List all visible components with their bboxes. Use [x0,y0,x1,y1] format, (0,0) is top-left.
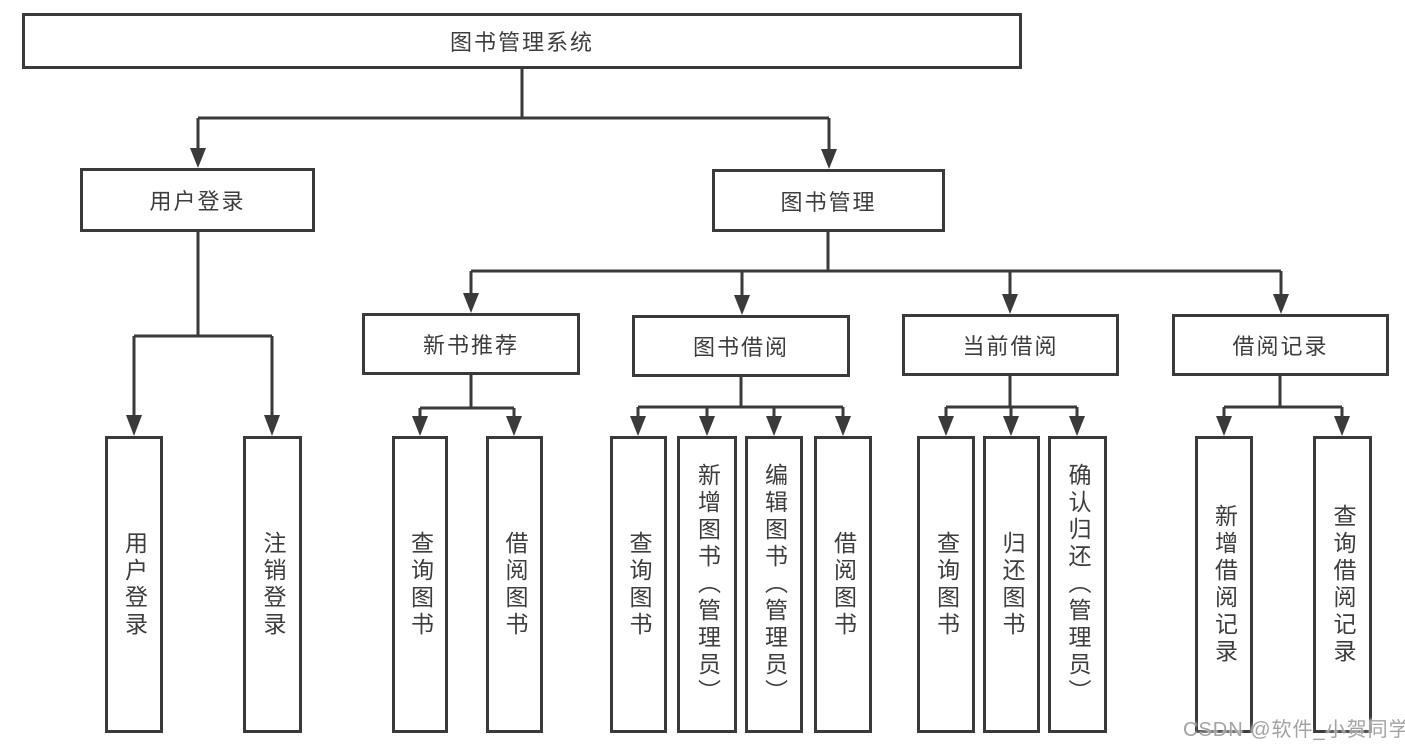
leaf-add-book-admin: 新增图书（管理员） [677,436,737,733]
node-label: 当前借阅 [962,334,1059,359]
node-label: 确认归还（管理员） [1065,463,1091,706]
node-library-system: 图书管理系统 [22,13,1022,69]
node-new-book-recommendation: 新书推荐 [362,313,580,375]
leaf-borrow-books-recommend: 借阅图书 [486,436,543,733]
node-label: 新增图书（管理员） [694,463,721,706]
leaf-borrow-books-borrow: 借阅图书 [814,436,872,733]
leaf-query-books-borrow: 查询图书 [610,436,667,733]
node-borrowing-records: 借阅记录 [1172,314,1389,376]
csdn-watermark: CSDN @软件_小贺同学 [1183,719,1405,741]
node-label: 查询借阅记录 [1330,503,1356,666]
leaf-edit-book-admin: 编辑图书（管理员） [745,436,803,733]
leaf-query-borrow-record: 查询借阅记录 [1313,436,1372,733]
leaf-add-borrow-record: 新增借阅记录 [1195,436,1253,733]
node-label: 新增借阅记录 [1211,503,1238,666]
node-book-management: 图书管理 [712,169,945,232]
node-label: 归还图书 [999,530,1025,639]
node-label: 借阅记录 [1232,334,1329,359]
leaf-user-login: 用户登录 [105,436,163,733]
leaf-return-book: 归还图书 [983,436,1040,733]
node-user-login: 用户登录 [80,168,315,232]
leaf-logout: 注销登录 [243,436,302,733]
node-label: 注销登录 [260,530,286,639]
node-label: 查询图书 [933,530,960,639]
node-label: 图书借阅 [692,335,789,360]
node-label: 新书推荐 [422,333,519,358]
leaf-query-books-recommend: 查询图书 [392,436,448,733]
node-label: 借阅图书 [830,530,857,639]
node-label: 用户登录 [121,530,148,639]
node-current-borrowing: 当前借阅 [902,314,1119,376]
node-label: 编辑图书（管理员） [761,463,788,706]
leaf-query-books-current: 查询图书 [917,436,975,733]
node-label: 用户登录 [149,189,246,214]
node-label: 借阅图书 [502,530,528,639]
node-book-borrowing: 图书借阅 [632,315,850,377]
node-label: 图书管理系统 [449,30,594,55]
leaf-confirm-return-admin: 确认归还（管理员） [1048,436,1107,733]
node-label: 图书管理 [780,189,877,215]
node-label: 查询图书 [626,530,652,639]
node-label: 查询图书 [407,530,434,639]
